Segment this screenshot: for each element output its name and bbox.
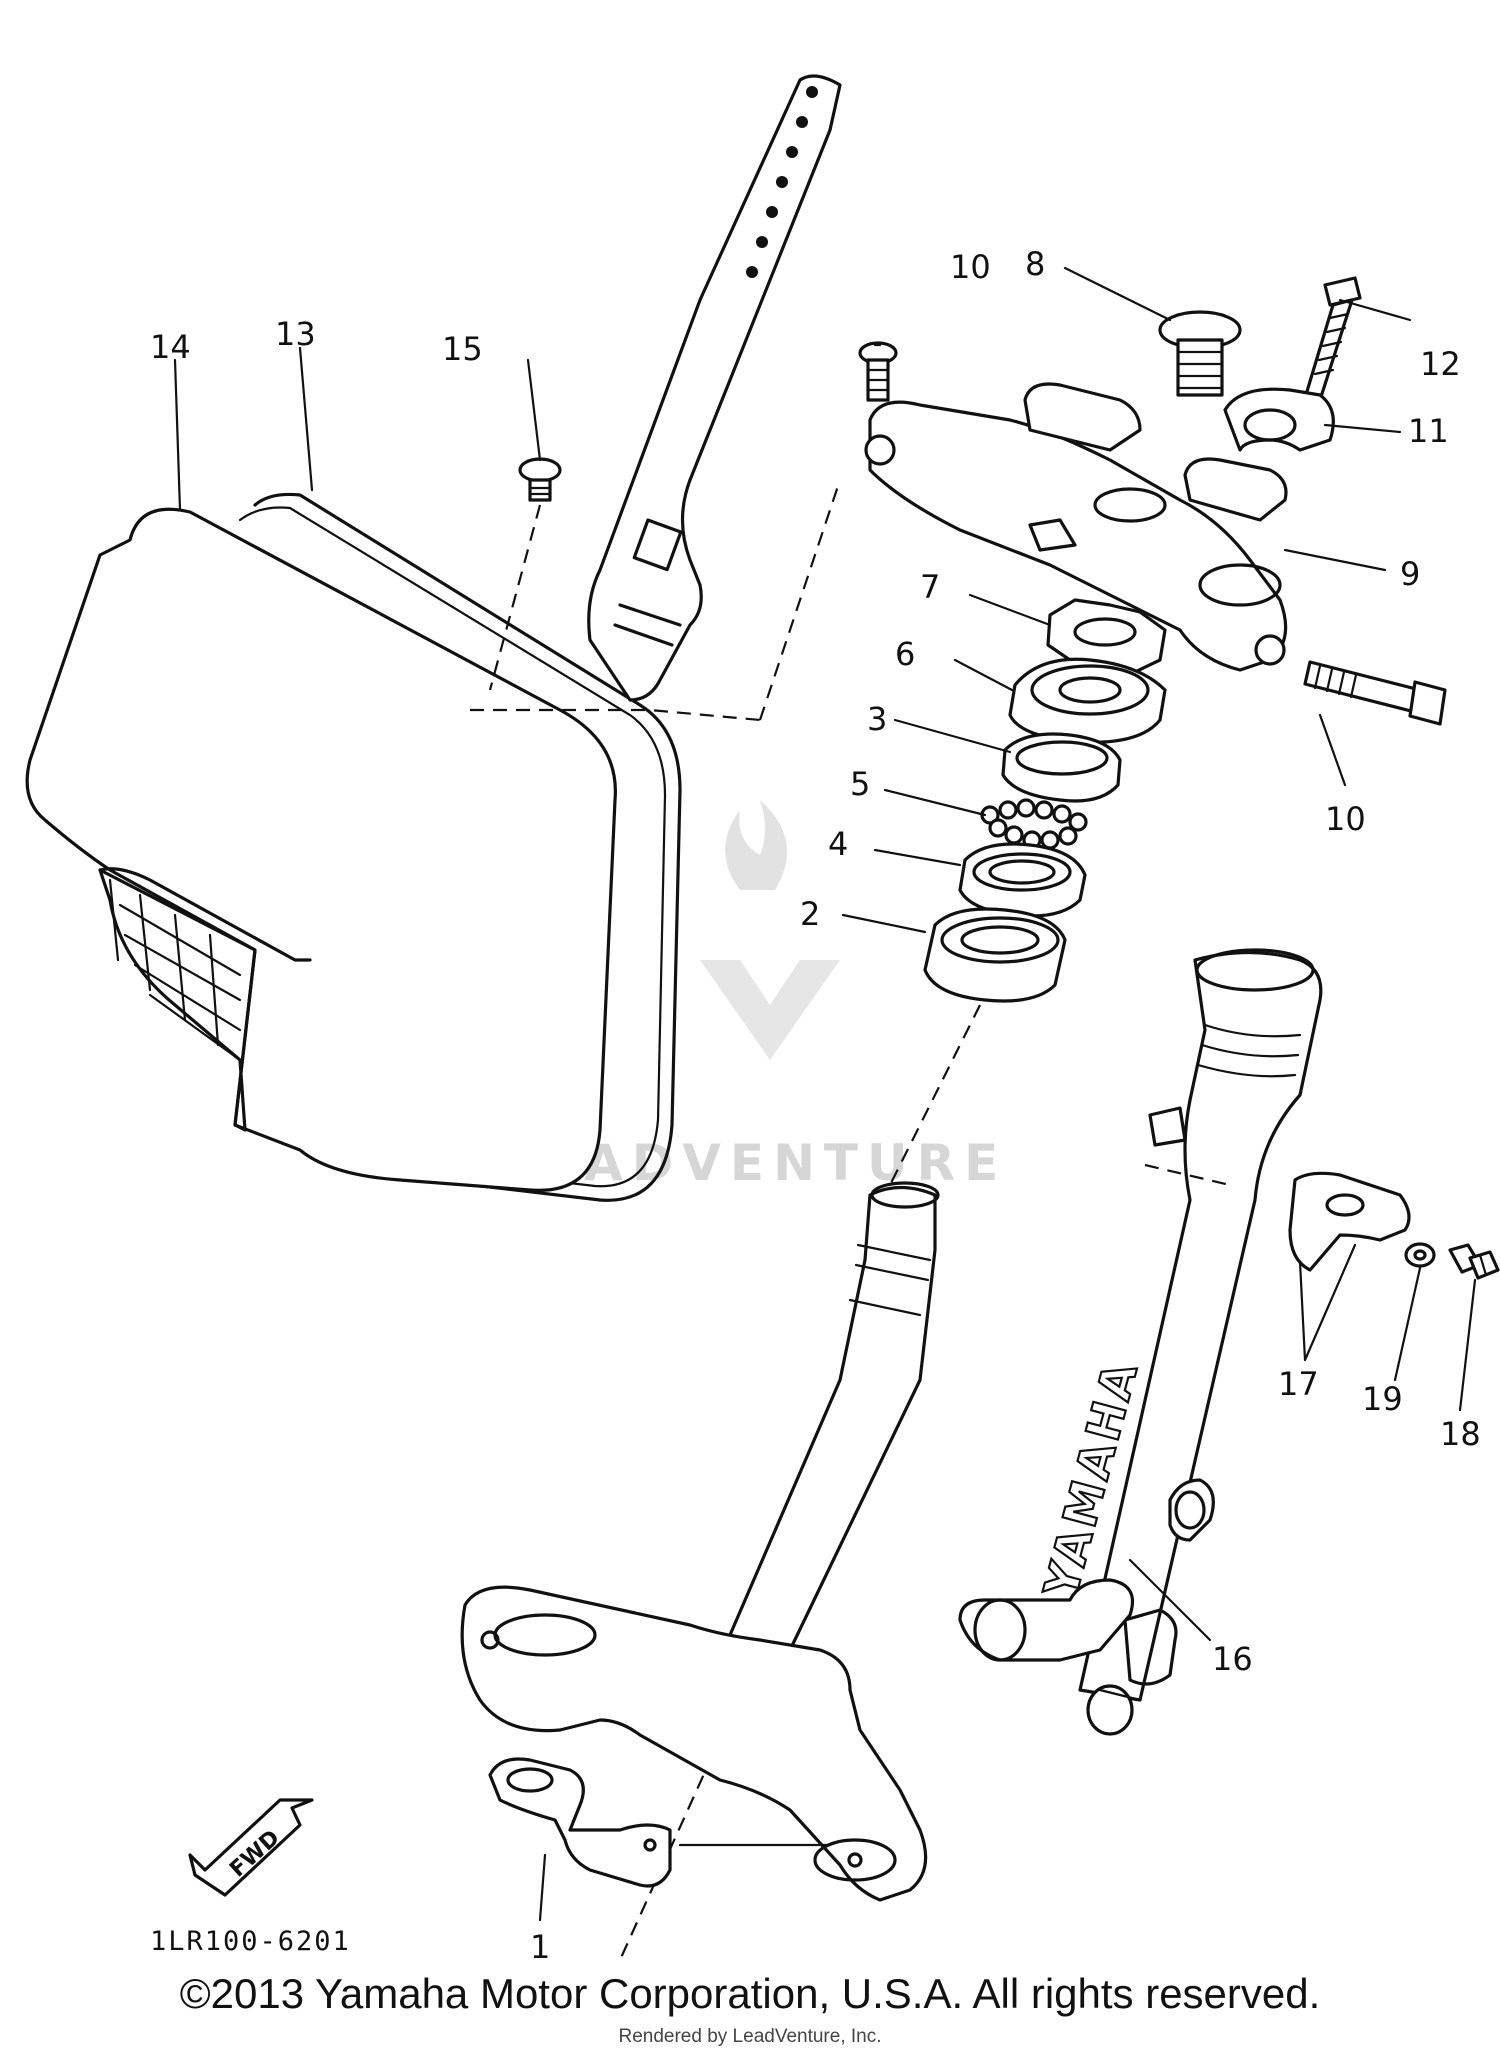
bolt-10a: [858, 341, 898, 402]
callout-16: 16: [1212, 1640, 1253, 1678]
callout-3: 3: [867, 700, 887, 738]
cable-guide-1: [488, 1757, 832, 1888]
callout-5: 5: [850, 765, 870, 803]
callout-12: 12: [1420, 345, 1461, 383]
callout-13: 13: [275, 315, 316, 353]
bearing-balls-5: [980, 798, 1088, 850]
bearing-race-4: [958, 842, 1087, 918]
rendered-by-notice: Rendered by LeadVenture, Inc.: [618, 2026, 882, 2047]
callout-18: 18: [1440, 1415, 1481, 1453]
copyright-notice: ©2013 Yamaha Motor Corporation, U.S.A. A…: [179, 1970, 1321, 2017]
screw-15: [488, 457, 562, 691]
callout-11: 11: [1408, 412, 1449, 450]
callout-8: 8: [1025, 245, 1045, 283]
callout-10b: 10: [1325, 800, 1366, 838]
callout-2: 2: [800, 895, 820, 933]
headlight-plate-14: [25, 492, 682, 1202]
callout-10a: 10: [950, 248, 991, 286]
crown-nut-8: [1158, 310, 1242, 397]
callout-6: 6: [895, 635, 915, 673]
callout-4: 4: [828, 825, 848, 863]
bearing-race-3: [1001, 732, 1122, 803]
callout-9: 9: [1400, 555, 1420, 593]
callout-15: 15: [442, 330, 483, 368]
diagram-code: 1LR100-6201: [150, 1926, 351, 1957]
number-plate-stay: [470, 74, 842, 722]
washer-19: [1404, 1242, 1436, 1268]
brake-hose-holder-17: [1288, 1171, 1411, 1272]
bearing-cover-6: [1008, 657, 1167, 744]
callout-labels: 1 2 3 4 5 6 7 8 9 10 10 11 12 13 14 15 1…: [150, 245, 1481, 1966]
callout-19: 19: [1362, 1380, 1403, 1418]
lower-bracket: [460, 1585, 928, 1902]
bolt-12: [1303, 276, 1362, 402]
upper-bracket-9: [864, 382, 1288, 672]
handlebar-holder-11: [1223, 387, 1335, 452]
bolt-10b: [1303, 660, 1447, 726]
front-fork-16: YAMAHA: [958, 948, 1323, 1736]
callout-14: 14: [150, 328, 191, 366]
screw-18: [1448, 1243, 1500, 1280]
ring-nut-7: [1046, 598, 1167, 674]
callout-17: 17: [1278, 1365, 1319, 1403]
bearing-2: [889, 907, 1067, 1186]
leader-lines: [173, 266, 1477, 1922]
fwd-arrow: FWD: [188, 1798, 314, 1897]
callout-7: 7: [920, 568, 940, 606]
callout-1: 1: [530, 1928, 550, 1966]
